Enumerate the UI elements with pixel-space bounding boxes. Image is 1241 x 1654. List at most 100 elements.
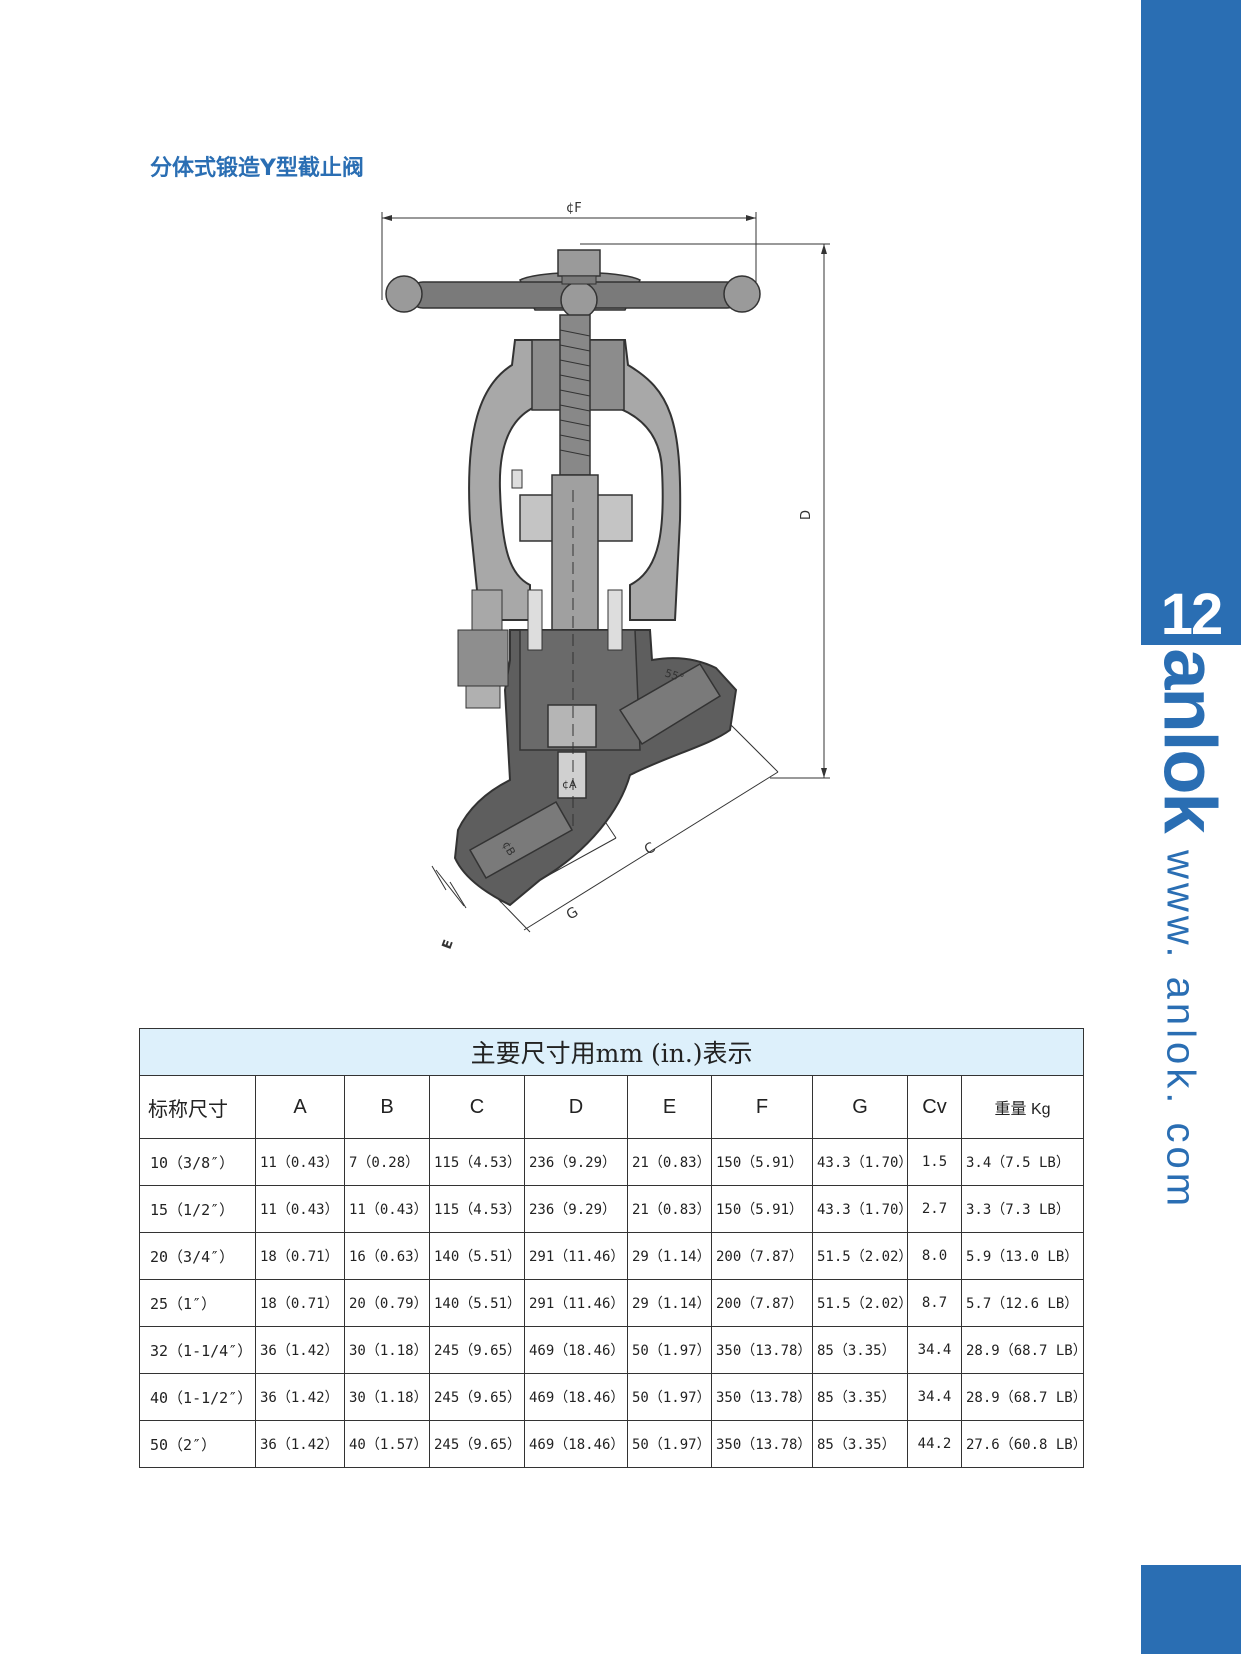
table-cell: 36（1.42）: [255, 1326, 345, 1374]
table-cell: 350（13.78）: [711, 1373, 813, 1421]
dim-label-f: ¢F: [566, 201, 582, 216]
table-caption: 主要尺寸用mm (in.)表示: [138, 1028, 1085, 1076]
table-cell: 469（18.46）: [524, 1326, 628, 1374]
page-title: 分体式锻造Y型截止阀: [150, 156, 364, 181]
dim-label-g: G: [564, 904, 582, 923]
table-cell: 5.9（13.0 LB）: [960, 1232, 1085, 1280]
dim-label-d: D: [799, 510, 814, 520]
table-cell: 34.4: [907, 1326, 962, 1374]
table-cell: 20（0.79）: [344, 1279, 430, 1327]
header-f: F: [711, 1075, 813, 1139]
table-cell: 50（1.97）: [627, 1326, 712, 1374]
header-nominal-size: 标称尺寸: [139, 1075, 256, 1139]
table-cell: 85（3.35）: [812, 1373, 908, 1421]
header-e: E: [627, 1075, 712, 1139]
table-cell: 36（1.42）: [255, 1373, 345, 1421]
table-cell: 115（4.53）: [429, 1185, 525, 1233]
table-cell: 40（1.57）: [344, 1420, 430, 1468]
table-cell: 32（1-1/4″）: [139, 1326, 256, 1374]
table-row: 10（3/8″）11（0.43）7（0.28）115（4.53）236（9.29…: [139, 1138, 1085, 1186]
table-row: 50（2″）36（1.42）40（1.57）245（9.65）469（18.46…: [139, 1420, 1085, 1468]
dim-label-e: E: [440, 938, 457, 951]
table-row: 20（3/4″）18（0.71）16（0.63）140（5.51）291（11.…: [139, 1232, 1085, 1280]
table-cell: 8.0: [907, 1232, 962, 1280]
table-cell: 150（5.91）: [711, 1185, 813, 1233]
dimension-table: 主要尺寸用mm (in.)表示 标称尺寸 A B C D E F G Cv 重量…: [138, 1028, 1085, 1468]
angle-label: 55°: [663, 666, 686, 684]
table-cell: 40（1-1/2″）: [139, 1373, 256, 1421]
table-cell: 85（3.35）: [812, 1326, 908, 1374]
side-color-bar: [1141, 0, 1241, 645]
table-cell: 140（5.51）: [429, 1279, 525, 1327]
table-cell: 11（0.43）: [255, 1138, 345, 1186]
table-header-row: 标称尺寸 A B C D E F G Cv 重量 Kg: [139, 1075, 1085, 1139]
table-cell: 140（5.51）: [429, 1232, 525, 1280]
header-g: G: [812, 1075, 908, 1139]
header-cv: Cv: [907, 1075, 962, 1139]
table-cell: 34.4: [907, 1373, 962, 1421]
website-url: www. anlok. com: [1158, 849, 1203, 1211]
table-cell: 28.9（68.7 LB）: [960, 1326, 1085, 1374]
table-cell: 245（9.65）: [429, 1420, 525, 1468]
table-cell: 11（0.43）: [344, 1185, 430, 1233]
table-cell: 44.2: [907, 1420, 962, 1468]
table-cell: 2.7: [907, 1185, 962, 1233]
dim-label-a: ¢A: [562, 778, 577, 791]
header-a: A: [255, 1075, 345, 1139]
table-cell: 291（11.46）: [524, 1279, 628, 1327]
table-cell: 236（9.29）: [524, 1138, 628, 1186]
table-cell: 200（7.87）: [711, 1279, 813, 1327]
side-color-bar-bottom: [1141, 1565, 1241, 1654]
table-cell: 11（0.43）: [255, 1185, 345, 1233]
table-cell: 29（1.14）: [627, 1279, 712, 1327]
table-cell: 1.5: [907, 1138, 962, 1186]
table-cell: 85（3.35）: [812, 1420, 908, 1468]
table-cell: 236（9.29）: [524, 1185, 628, 1233]
table-cell: 21（0.83）: [627, 1185, 712, 1233]
table-row: 40（1-1/2″）36（1.42）30（1.18）245（9.65）469（1…: [139, 1373, 1085, 1421]
table-row: 32（1-1/4″）36（1.42）30（1.18）245（9.65）469（1…: [139, 1326, 1085, 1374]
table-cell: 3.4（7.5 LB）: [960, 1138, 1085, 1186]
table-cell: 43.3（1.70）: [812, 1185, 908, 1233]
table-cell: 43.3（1.70）: [812, 1138, 908, 1186]
table-cell: 8.7: [907, 1279, 962, 1327]
table-cell: 16（0.63）: [344, 1232, 430, 1280]
header-c: C: [429, 1075, 525, 1139]
dim-label-b: ¢B: [499, 839, 518, 858]
table-cell: 150（5.91）: [711, 1138, 813, 1186]
table-cell: 7（0.28）: [344, 1138, 430, 1186]
table-row: 25（1″）18（0.71）20（0.79）140（5.51）291（11.46…: [139, 1279, 1085, 1327]
table-cell: 36（1.42）: [255, 1420, 345, 1468]
table-cell: 29（1.14）: [627, 1232, 712, 1280]
table-cell: 350（13.78）: [711, 1420, 813, 1468]
header-weight: 重量 Kg: [960, 1075, 1085, 1139]
page-number: 12: [1160, 582, 1224, 647]
table-cell: 350（13.78）: [711, 1326, 813, 1374]
table-cell: 18（0.71）: [255, 1279, 345, 1327]
table-cell: 3.3（7.3 LB）: [960, 1185, 1085, 1233]
table-cell: 18（0.71）: [255, 1232, 345, 1280]
table-cell: 200（7.87）: [711, 1232, 813, 1280]
valve-drawing: ¢F D ¢A ¢B C G E 55°: [381, 201, 830, 951]
table-cell: 245（9.65）: [429, 1326, 525, 1374]
table-cell: 27.6（60.8 LB）: [960, 1420, 1085, 1468]
table-cell: 21（0.83）: [627, 1138, 712, 1186]
table-cell: 51.5（2.02）: [812, 1279, 908, 1327]
table-cell: 50（1.97）: [627, 1373, 712, 1421]
table-cell: 51.5（2.02）: [812, 1232, 908, 1280]
table-cell: 25（1″）: [139, 1279, 256, 1327]
table-cell: 10（3/8″）: [139, 1138, 256, 1186]
table-cell: 469（18.46）: [524, 1373, 628, 1421]
table-cell: 50（1.97）: [627, 1420, 712, 1468]
table-cell: 5.7（12.6 LB）: [960, 1279, 1085, 1327]
table-cell: 245（9.65）: [429, 1373, 525, 1421]
table-cell: 50（2″）: [139, 1420, 256, 1468]
header-d: D: [524, 1075, 628, 1139]
table-row: 15（1/2″）11（0.43）11（0.43）115（4.53）236（9.2…: [139, 1185, 1085, 1233]
table-cell: 15（1/2″）: [139, 1185, 256, 1233]
table-cell: 115（4.53）: [429, 1138, 525, 1186]
brand-name: anlok: [1148, 648, 1232, 832]
table-cell: 28.9（68.7 LB）: [960, 1373, 1085, 1421]
table-cell: 469（18.46）: [524, 1420, 628, 1468]
table-cell: 291（11.46）: [524, 1232, 628, 1280]
